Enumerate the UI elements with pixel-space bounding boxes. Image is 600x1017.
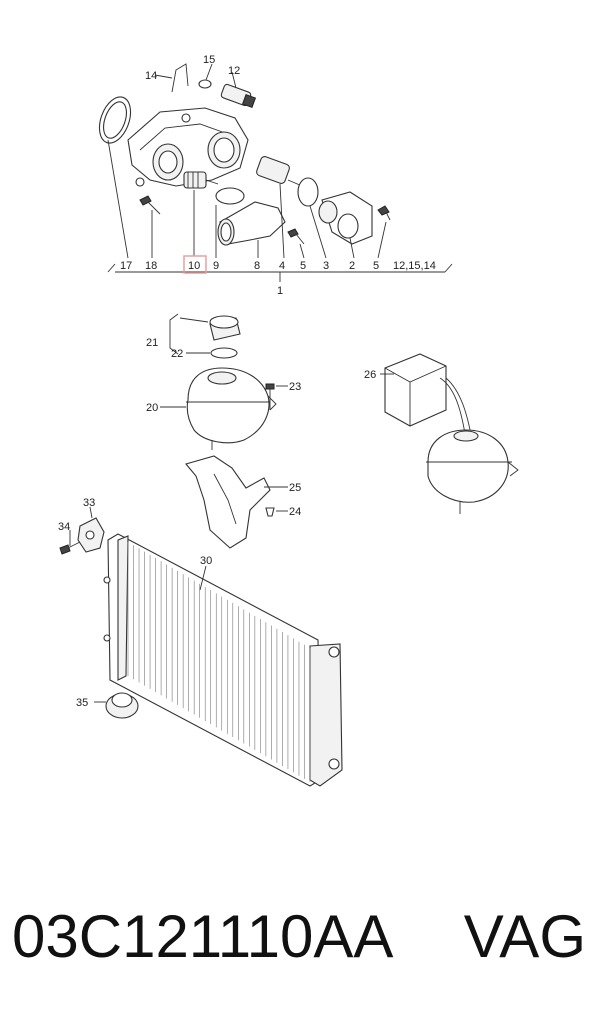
callout-9: 9	[213, 260, 219, 272]
part-number: 03C121110AA	[12, 903, 394, 970]
callout-30: 30	[200, 555, 212, 567]
callout-26: 26	[364, 369, 376, 381]
callout-8: 8	[254, 260, 260, 272]
callout-3: 3	[323, 260, 329, 272]
callout-12: 12	[228, 65, 240, 77]
callout-18: 18	[145, 260, 157, 272]
callout-5b: 5	[373, 260, 379, 272]
callout-5a: 5	[300, 260, 306, 272]
callout-15: 15	[203, 54, 215, 66]
callout-4: 4	[279, 260, 285, 272]
callout-25: 25	[289, 482, 301, 494]
callout-2: 2	[349, 260, 355, 272]
footer: 03C121110AA VAG	[0, 880, 600, 1000]
callout-24: 24	[289, 506, 301, 518]
radiator-fins	[127, 542, 311, 782]
callout-12-15-14: 12,15,14	[393, 260, 436, 272]
thermostat-part-10	[183, 171, 219, 189]
callout-34: 34	[58, 521, 70, 533]
callout-10: 10	[188, 260, 200, 272]
callout-17: 17	[120, 260, 132, 272]
callout-21: 21	[146, 337, 158, 349]
coolant-flange-assembly	[98, 63, 453, 282]
reservoir-assembly	[380, 353, 519, 514]
callout-35: 35	[76, 697, 88, 709]
expansion-tank-assembly	[160, 313, 288, 549]
callout-23: 23	[289, 381, 301, 393]
callout-33: 33	[83, 497, 95, 509]
highlight-box-10	[183, 255, 207, 274]
radiator-assembly	[59, 506, 343, 787]
brand-name: VAG	[463, 903, 586, 970]
callout-1: 1	[277, 285, 283, 297]
callout-22: 22	[171, 348, 183, 360]
callout-14: 14	[145, 70, 157, 82]
exploded-parts-diagram: 14 15 12 17 18 10 9 8 4 5 3 2 5 12,15,14…	[58, 54, 519, 787]
callout-20: 20	[146, 402, 158, 414]
